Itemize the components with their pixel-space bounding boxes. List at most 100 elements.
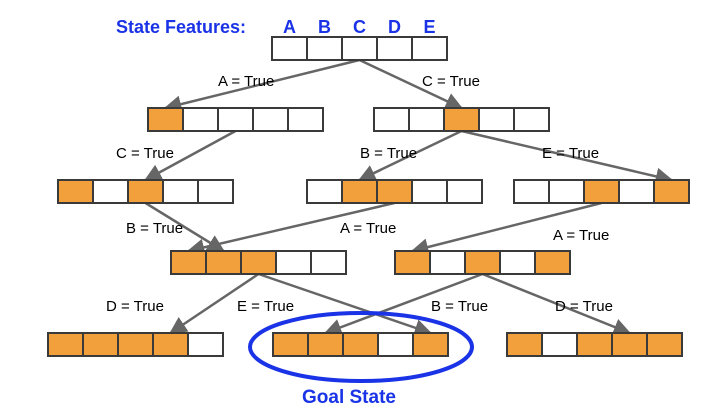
feature-cell <box>117 332 154 357</box>
feature-cell <box>147 107 184 132</box>
feature-cell <box>464 250 501 275</box>
feature-cell <box>275 250 312 275</box>
feature-cell <box>310 250 347 275</box>
feature-cell <box>170 250 207 275</box>
feature-cell <box>513 107 550 132</box>
feature-cell <box>408 107 445 132</box>
state-node-a <box>147 107 324 132</box>
state-node-abcd <box>47 332 224 357</box>
edge-label: D = True <box>106 298 164 315</box>
feature-letter-b: B <box>318 17 331 37</box>
state-node-ce <box>513 179 690 204</box>
feature-cell <box>576 332 613 357</box>
feature-cell <box>411 36 448 61</box>
edge-a-to-ac <box>143 129 237 182</box>
edge-c-to-ce <box>461 129 674 185</box>
feature-cell <box>376 179 413 204</box>
state-node-bc <box>306 179 483 204</box>
feature-cell <box>412 332 449 357</box>
state-node-c <box>373 107 550 132</box>
feature-cell <box>446 179 483 204</box>
feature-cell <box>548 179 585 204</box>
feature-cell <box>646 332 683 357</box>
edge-label: D = True <box>555 298 613 315</box>
edge-ace-to-goal <box>323 272 483 336</box>
edge-root-to-c <box>358 58 464 110</box>
feature-letter-a: A <box>283 17 296 37</box>
edge-label: A = True <box>218 73 274 90</box>
feature-cell <box>217 107 254 132</box>
feature-cell <box>513 179 550 204</box>
feature-cell <box>618 179 655 204</box>
state-node-goal <box>272 332 449 357</box>
edge-label: B = True <box>360 145 417 162</box>
feature-cell <box>342 332 379 357</box>
feature-cell <box>377 332 414 357</box>
feature-cell <box>187 332 224 357</box>
edge-ce-to-ace <box>410 201 602 256</box>
feature-cell <box>376 36 413 61</box>
edge-label: E = True <box>542 145 599 162</box>
edge-root-to-a <box>163 58 360 113</box>
feature-cell <box>411 179 448 204</box>
feature-cell <box>394 250 431 275</box>
feature-cell <box>57 179 94 204</box>
edge-ac-to-abc <box>144 201 225 253</box>
state-node-abc <box>170 250 347 275</box>
edge-labels: A = True C = True C = True B = True E = True… <box>106 73 613 315</box>
edge-label: B = True <box>431 298 488 315</box>
feature-cell <box>506 332 543 357</box>
edge-label: A = True <box>340 220 396 237</box>
feature-cell <box>182 107 219 132</box>
feature-cell <box>611 332 648 357</box>
feature-cell <box>341 36 378 61</box>
edges <box>143 58 674 337</box>
feature-cell <box>287 107 324 132</box>
edge-label: C = True <box>422 73 480 90</box>
edge-c-to-bc <box>357 129 463 182</box>
state-node-ac <box>57 179 234 204</box>
feature-cell <box>534 250 571 275</box>
feature-cell <box>478 107 515 132</box>
feature-cell <box>306 36 343 61</box>
feature-cell <box>583 179 620 204</box>
edge-label: C = True <box>116 145 174 162</box>
edge-bc-to-abc <box>186 201 395 256</box>
edge-label: E = True <box>237 298 294 315</box>
feature-cell <box>499 250 536 275</box>
feature-cell <box>205 250 242 275</box>
feature-cell <box>92 179 129 204</box>
feature-cell <box>272 332 309 357</box>
feature-cell <box>307 332 344 357</box>
edge-label: A = True <box>553 227 609 244</box>
state-node-acde <box>506 332 683 357</box>
edge-ace-to-acde <box>482 272 632 336</box>
edge-abc-to-abcd <box>169 272 260 335</box>
feature-cell <box>443 107 480 132</box>
edge-abc-to-goal <box>258 272 433 337</box>
feature-cell <box>162 179 199 204</box>
feature-cell <box>240 250 277 275</box>
state-features-title: State Features: <box>116 17 246 37</box>
goal-state-ellipse <box>248 311 474 383</box>
feature-cell <box>541 332 578 357</box>
state-nodes <box>47 36 690 357</box>
feature-cell <box>341 179 378 204</box>
feature-letter-c: C <box>353 17 366 37</box>
feature-cell <box>306 179 343 204</box>
feature-cell <box>152 332 189 357</box>
feature-cell <box>429 250 466 275</box>
feature-letter-d: D <box>388 17 401 37</box>
edge-label: B = True <box>126 220 183 237</box>
feature-cell <box>47 332 84 357</box>
state-node-root <box>271 36 448 61</box>
goal-state-label: Goal State <box>302 387 396 408</box>
feature-cell <box>252 107 289 132</box>
feature-cell <box>197 179 234 204</box>
feature-cell <box>271 36 308 61</box>
feature-cell <box>373 107 410 132</box>
state-node-ace <box>394 250 571 275</box>
feature-cell <box>653 179 690 204</box>
